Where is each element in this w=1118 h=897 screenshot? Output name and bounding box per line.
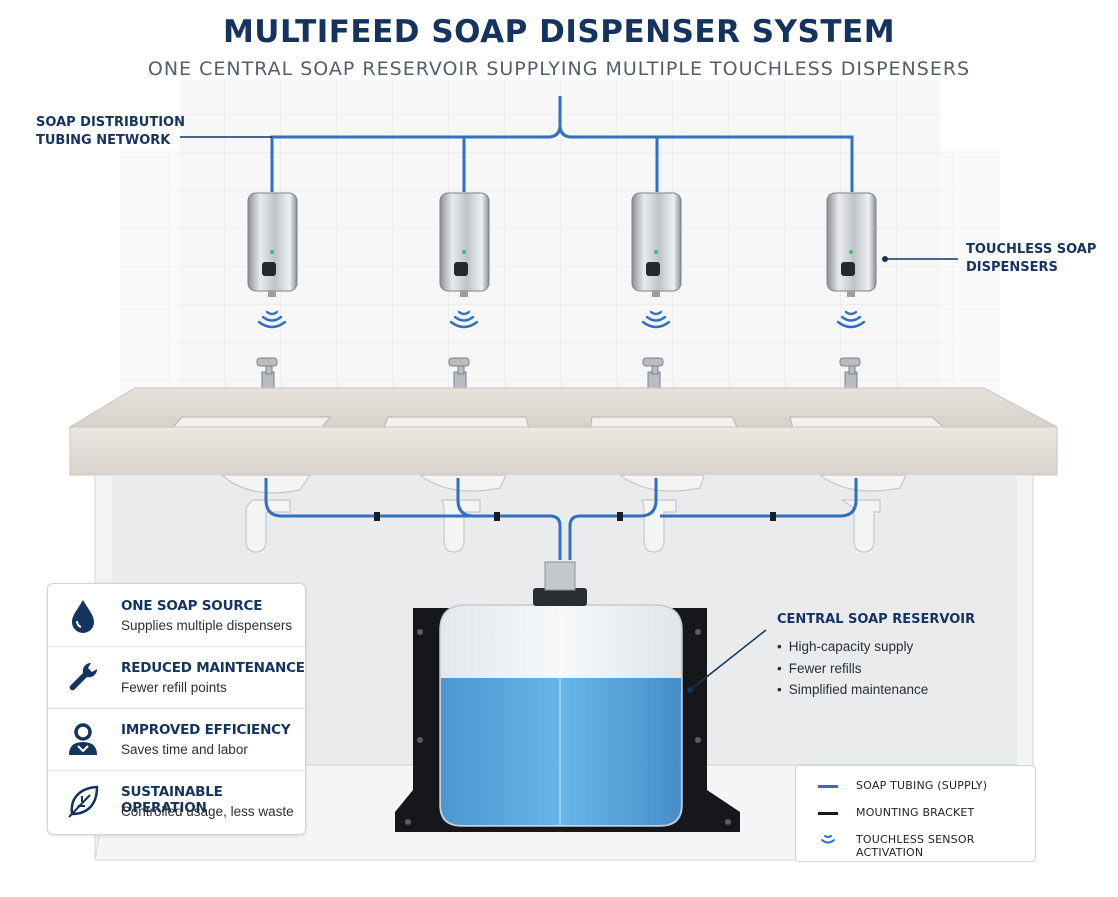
legend-label: MOUNTING BRACKET	[856, 806, 975, 819]
p-trap	[840, 499, 881, 553]
dispenser-2	[439, 192, 490, 297]
page-subtitle: ONE CENTRAL SOAP RESERVOIR SUPPLYING MUL…	[147, 58, 971, 80]
leaf-icon	[68, 785, 99, 818]
dispenser-4	[826, 192, 877, 297]
reservoir-point: Fewer refills	[777, 658, 928, 680]
wrench-icon	[69, 662, 98, 691]
p-trap	[245, 499, 291, 553]
benefit-item: REDUCED MAINTENANCE Fewer refill points	[48, 646, 305, 709]
reservoir-point: Simplified maintenance	[777, 679, 929, 701]
tubing-callout: SOAP DISTRIBUTION TUBING NETWORK	[36, 115, 185, 148]
under-tube	[264, 478, 470, 518]
drop-icon	[72, 600, 94, 633]
benefit-desc: Fewer refill points	[121, 680, 227, 695]
benefit-desc: Saves time and labor	[121, 742, 248, 757]
legend: SOAP TUBING (SUPPLY) MOUNTING BRACKET TO…	[795, 765, 1036, 862]
sensor-waves-icon	[641, 310, 671, 329]
benefit-title: IMPROVED EFFICIENCY	[121, 722, 291, 738]
benefit-item: SUSTAINABLE OPERATION Controlled usage, …	[48, 770, 305, 832]
legend-item: SOAP TUBING (SUPPLY)	[796, 776, 1035, 796]
benefit-title: SUSTAINABLE OPERATION	[121, 784, 223, 816]
benefits-panel: ONE SOAP SOURCE Supplies multiple dispen…	[47, 583, 306, 835]
sensor-waves-icon	[257, 310, 287, 329]
sensor-waves-icon	[821, 835, 835, 844]
legend-label: SOAP TUBING (SUPPLY)	[856, 779, 988, 792]
sensor-waves-icon	[449, 310, 479, 329]
dispenser-1	[247, 192, 298, 297]
soap-reservoir	[439, 561, 683, 827]
benefit-desc: Controlled usage, less waste	[121, 804, 294, 819]
reservoir-callout-line	[689, 629, 767, 691]
benefit-item: IMPROVED EFFICIENCY Saves time and labor	[48, 708, 305, 771]
blue-line-swatch	[818, 785, 838, 788]
sensor-waves-icon	[836, 310, 866, 329]
legend-item: MOUNTING BRACKET	[796, 803, 1035, 823]
benefit-title: REDUCED MAINTENANCE	[121, 660, 305, 676]
legend-label: TOUCHLESS SENSOR ACTIVATION	[856, 833, 975, 859]
page-title: MULTIFEED SOAP DISPENSER SYSTEM	[222, 14, 896, 50]
reservoir-points: High-capacity supply Fewer refills Simpl…	[777, 636, 929, 701]
black-line-swatch	[818, 812, 838, 815]
benefit-title: ONE SOAP SOURCE	[121, 598, 263, 614]
reservoir-title: CENTRAL SOAP RESERVOIR	[777, 612, 976, 627]
worker-icon	[69, 723, 97, 755]
dispensers-callout: TOUCHLESS SOAP DISPENSERS	[966, 242, 1097, 275]
benefit-desc: Supplies multiple dispensers	[121, 618, 293, 633]
p-trap	[441, 499, 481, 553]
benefit-item: ONE SOAP SOURCE Supplies multiple dispen…	[48, 584, 305, 647]
legend-item: TOUCHLESS SENSOR ACTIVATION	[796, 830, 1035, 859]
dispenser-3	[631, 192, 682, 297]
reservoir-point: High-capacity supply	[777, 636, 928, 658]
soap-level	[441, 678, 681, 825]
counter-front	[69, 426, 1058, 476]
